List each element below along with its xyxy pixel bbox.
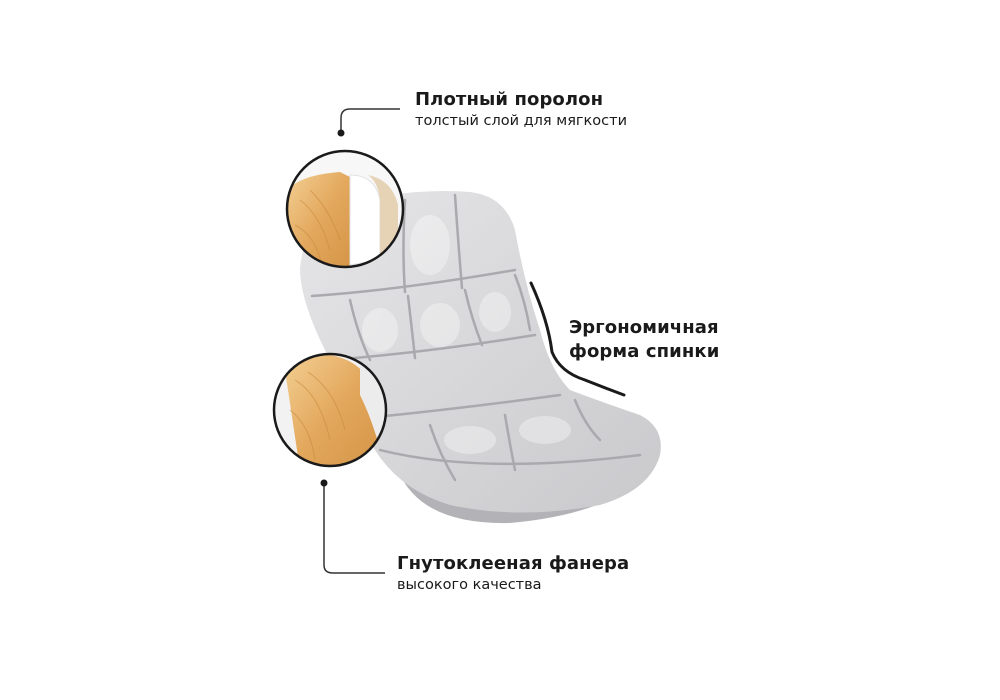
foam-callout-title: Плотный поролон [415,89,604,110]
plywood-callout-subtitle: высокого качества [397,577,542,593]
chair-shell [300,191,661,524]
foam-callout: Плотный поролон толстый слой для мягкост… [415,89,627,131]
plywood-callout-title: Гнутоклееная фанера [397,553,630,574]
plywood-leader-line [323,484,385,574]
foam-detail-circle [285,149,405,269]
ergonomic-callout-title-line1: Эргономичная [569,317,719,338]
ergonomic-callout: Эргономичная форма спинки [569,316,719,364]
plywood-callout: Гнутоклееная фанера высокого качества [397,553,629,595]
plywood-leader-dot [320,479,328,487]
foam-callout-subtitle: толстый слой для мягкости [415,113,628,129]
foam-leader-dot [337,129,345,137]
ergonomic-callout-title-line2: форма спинки [569,341,720,362]
foam-leader-line [340,108,400,132]
ergonomic-curve-line [529,281,626,397]
plywood-detail-circle [272,352,388,468]
